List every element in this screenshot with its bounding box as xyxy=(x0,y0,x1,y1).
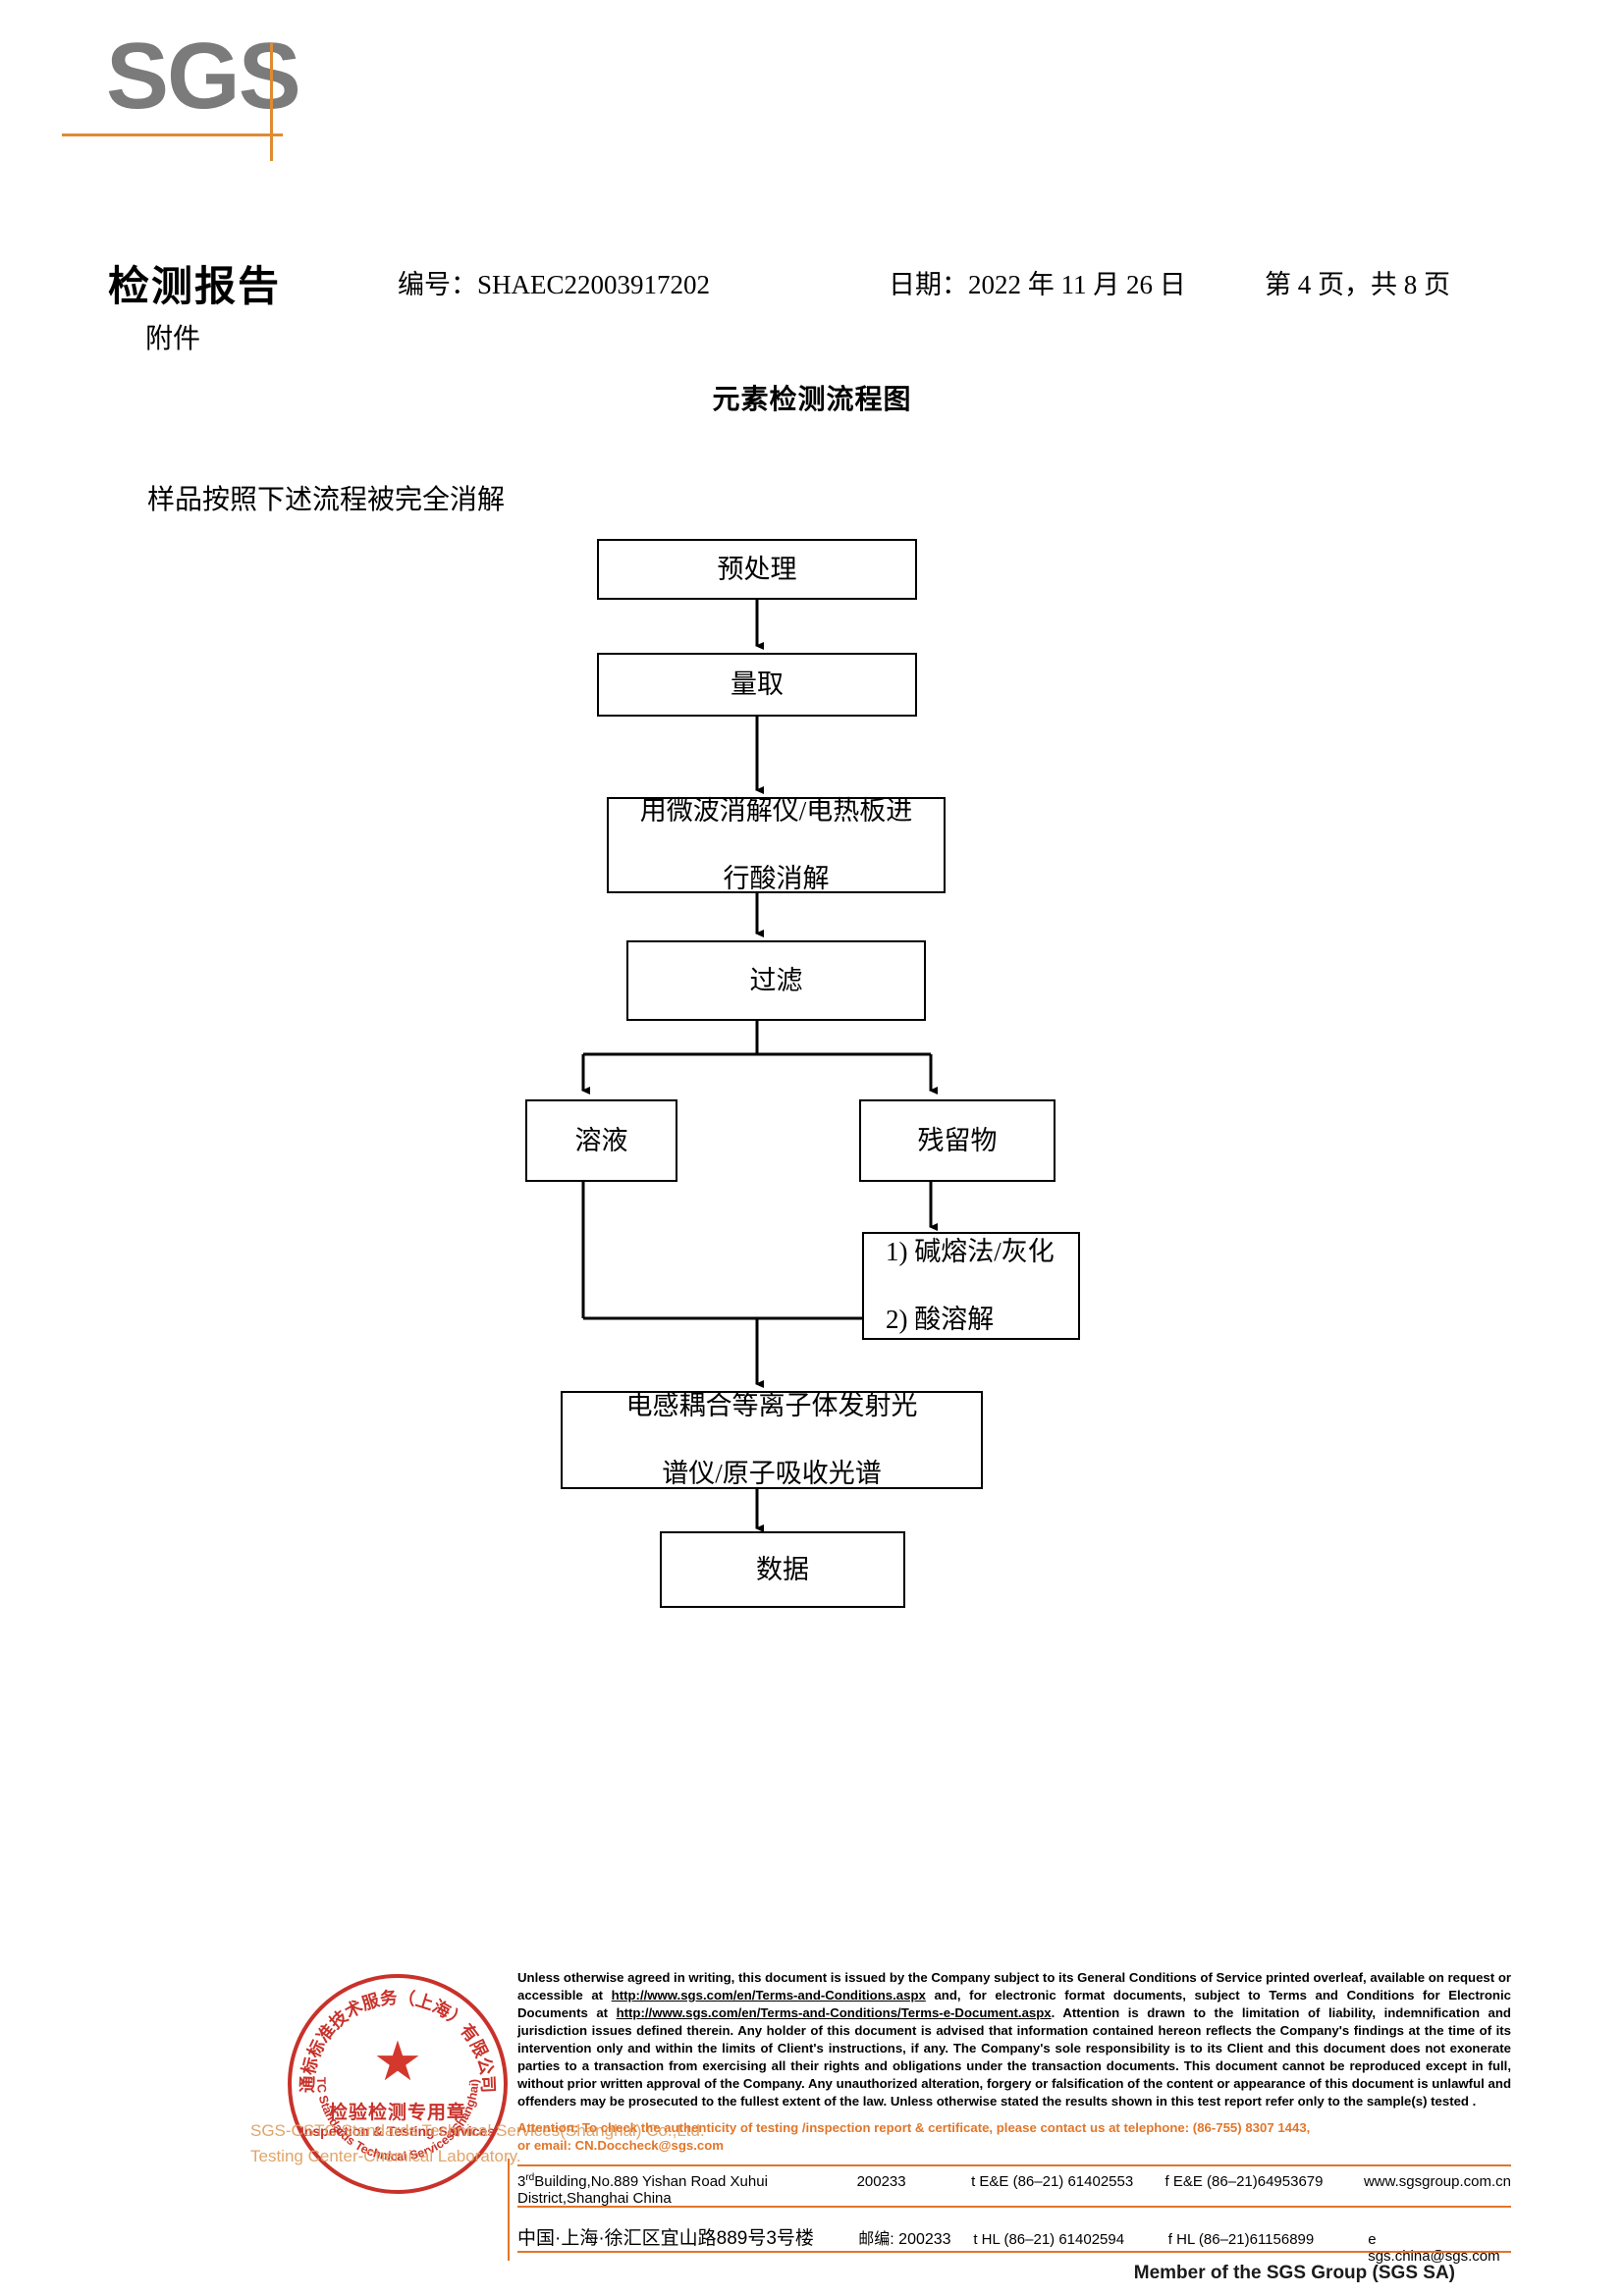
flow-node-filtration-label: 过滤 xyxy=(749,965,803,995)
address-bottom-rule xyxy=(517,2251,1511,2253)
flow-node-measure: 量取 xyxy=(597,653,917,717)
address-top-rule xyxy=(517,2164,1511,2166)
logo-horizontal-rule xyxy=(62,133,283,136)
sgs-logo: SGS xyxy=(62,24,401,161)
star-icon: ★ xyxy=(372,2032,423,2093)
flow-node-acid-digestion-label: 用微波消解仪/电热板进 xyxy=(639,796,913,827)
authenticity-notice: Attention: To check the authenticity of … xyxy=(517,2119,1511,2156)
website[interactable]: www.sgsgroup.com.cn xyxy=(1363,2173,1511,2190)
flow-node-pretreatment-label: 预处理 xyxy=(717,554,797,584)
inspection-seal-stamp: 通标标准技术服务（上海）有限公司 SGS-CSTC Standards Tech… xyxy=(288,1974,508,2194)
stamp-arc-top-text: 通标标准技术服务（上海）有限公司 xyxy=(298,1988,499,2094)
fax-cn: f HL (86–21)61156899 xyxy=(1167,2231,1315,2248)
address-en: 3rdBuilding,No.889 Yishan Road Xuhui Dis… xyxy=(517,2172,768,2207)
flow-node-icp-aas-label: 电感耦合等离子体发射光 xyxy=(625,1391,918,1421)
address-middle-rule xyxy=(517,2206,1511,2208)
flowchart-connectors xyxy=(581,600,938,1532)
address-row-cn: 中国·上海·徐汇区宜山路889号3号楼 邮编: 200233 t HL (86–… xyxy=(517,2212,1511,2265)
report-number: 编号：SHAEC22003917202 xyxy=(398,270,711,299)
flow-node-pretreatment: 预处理 xyxy=(597,539,917,600)
sgs-group-member-line: Member of the SGS Group (SGS SA) xyxy=(1133,2263,1455,2283)
contact-address-block: 3rdBuilding,No.889 Yishan Road Xuhui Dis… xyxy=(508,2159,1511,2265)
page-title: 检测报告 xyxy=(108,265,282,310)
tel-en: t E&E (86–21) 61402553 xyxy=(971,2173,1134,2190)
flow-node-solution-label: 溶液 xyxy=(574,1125,628,1155)
watermark-line-1: SGS-CSTC Standards Technical Services(Sh… xyxy=(250,2121,705,2140)
flow-node-residue-label: 残留物 xyxy=(917,1125,998,1155)
flow-node-acid-digestion-label2: 行酸消解 xyxy=(723,864,830,894)
flow-node-alkali-fusion-label: 1) 碱熔法/灰化 xyxy=(886,1237,1055,1267)
report-date: 日期：2022 年 11 月 26 日 xyxy=(889,270,1186,299)
flow-node-alkali-fusion-label2: 2) 酸溶解 xyxy=(886,1305,995,1335)
zip-cn: 邮编: 200233 xyxy=(858,2231,951,2248)
flow-node-data: 数据 xyxy=(660,1531,905,1608)
email[interactable]: e sgs.china@sgs.com xyxy=(1368,2231,1500,2265)
flow-node-icp-aas-label2: 谱仪/原子吸收光谱 xyxy=(662,1459,882,1489)
stamp-arc-bottom-text: SGS-CSTC Standards Technical Services(Sh… xyxy=(292,1978,481,2163)
watermark-line-2: Testing Center-Chemical Laboratory. xyxy=(250,2147,521,2166)
intro-text: 样品按照下述流程被完全消解 xyxy=(147,485,506,515)
tel-cn: t HL (86–21) 61402594 xyxy=(973,2231,1125,2248)
element-testing-flowchart: 预处理 量取 用微波消解仪/电热板进 行酸消解 过滤 溶液 残留物 1) 碱熔法… xyxy=(525,539,1080,1608)
address-row-en: 3rdBuilding,No.889 Yishan Road Xuhui Dis… xyxy=(517,2164,1511,2212)
legal-disclaimer: Unless otherwise agreed in writing, this… xyxy=(517,1970,1512,2109)
logo-vertical-rule xyxy=(270,43,273,161)
page-indicator: 第 4 页，共 8 页 xyxy=(1265,270,1450,299)
flow-node-icp-aas: 电感耦合等离子体发射光 谱仪/原子吸收光谱 xyxy=(561,1391,983,1489)
flow-node-solution: 溶液 xyxy=(525,1099,677,1182)
flow-node-acid-digestion: 用微波消解仪/电热板进 行酸消解 xyxy=(607,796,946,894)
fax-en: f E&E (86–21)64953679 xyxy=(1164,2173,1324,2190)
page-subtitle: 附件 xyxy=(145,324,201,354)
flow-node-filtration: 过滤 xyxy=(626,940,926,1021)
stamp-center-en: Inspection & Testing Services xyxy=(299,2123,496,2139)
laboratory-watermark: SGS-CSTC Standards Technical Services(Sh… xyxy=(250,2118,761,2170)
authenticity-notice-line-1: Attention: To check the authenticity of … xyxy=(517,2120,1311,2135)
authenticity-notice-line-2: or email: CN.Doccheck@sgs.com xyxy=(517,2138,725,2154)
address-cn: 中国·上海·徐汇区宜山路889号3号楼 xyxy=(517,2228,814,2249)
zip-en: 200233 xyxy=(856,2173,906,2190)
flowchart-title: 元素检测流程图 xyxy=(712,385,912,415)
sgs-logo-text: SGS xyxy=(106,24,301,129)
address-left-rule xyxy=(508,2159,510,2261)
flow-node-data-label: 数据 xyxy=(756,1554,809,1584)
flow-node-measure-label: 量取 xyxy=(731,669,784,700)
flow-node-alkali-fusion: 1) 碱熔法/灰化 2) 酸溶解 xyxy=(862,1232,1080,1340)
stamp-center-cn: 检验检测专用章 xyxy=(328,2103,466,2123)
flow-node-residue: 残留物 xyxy=(859,1099,1056,1182)
